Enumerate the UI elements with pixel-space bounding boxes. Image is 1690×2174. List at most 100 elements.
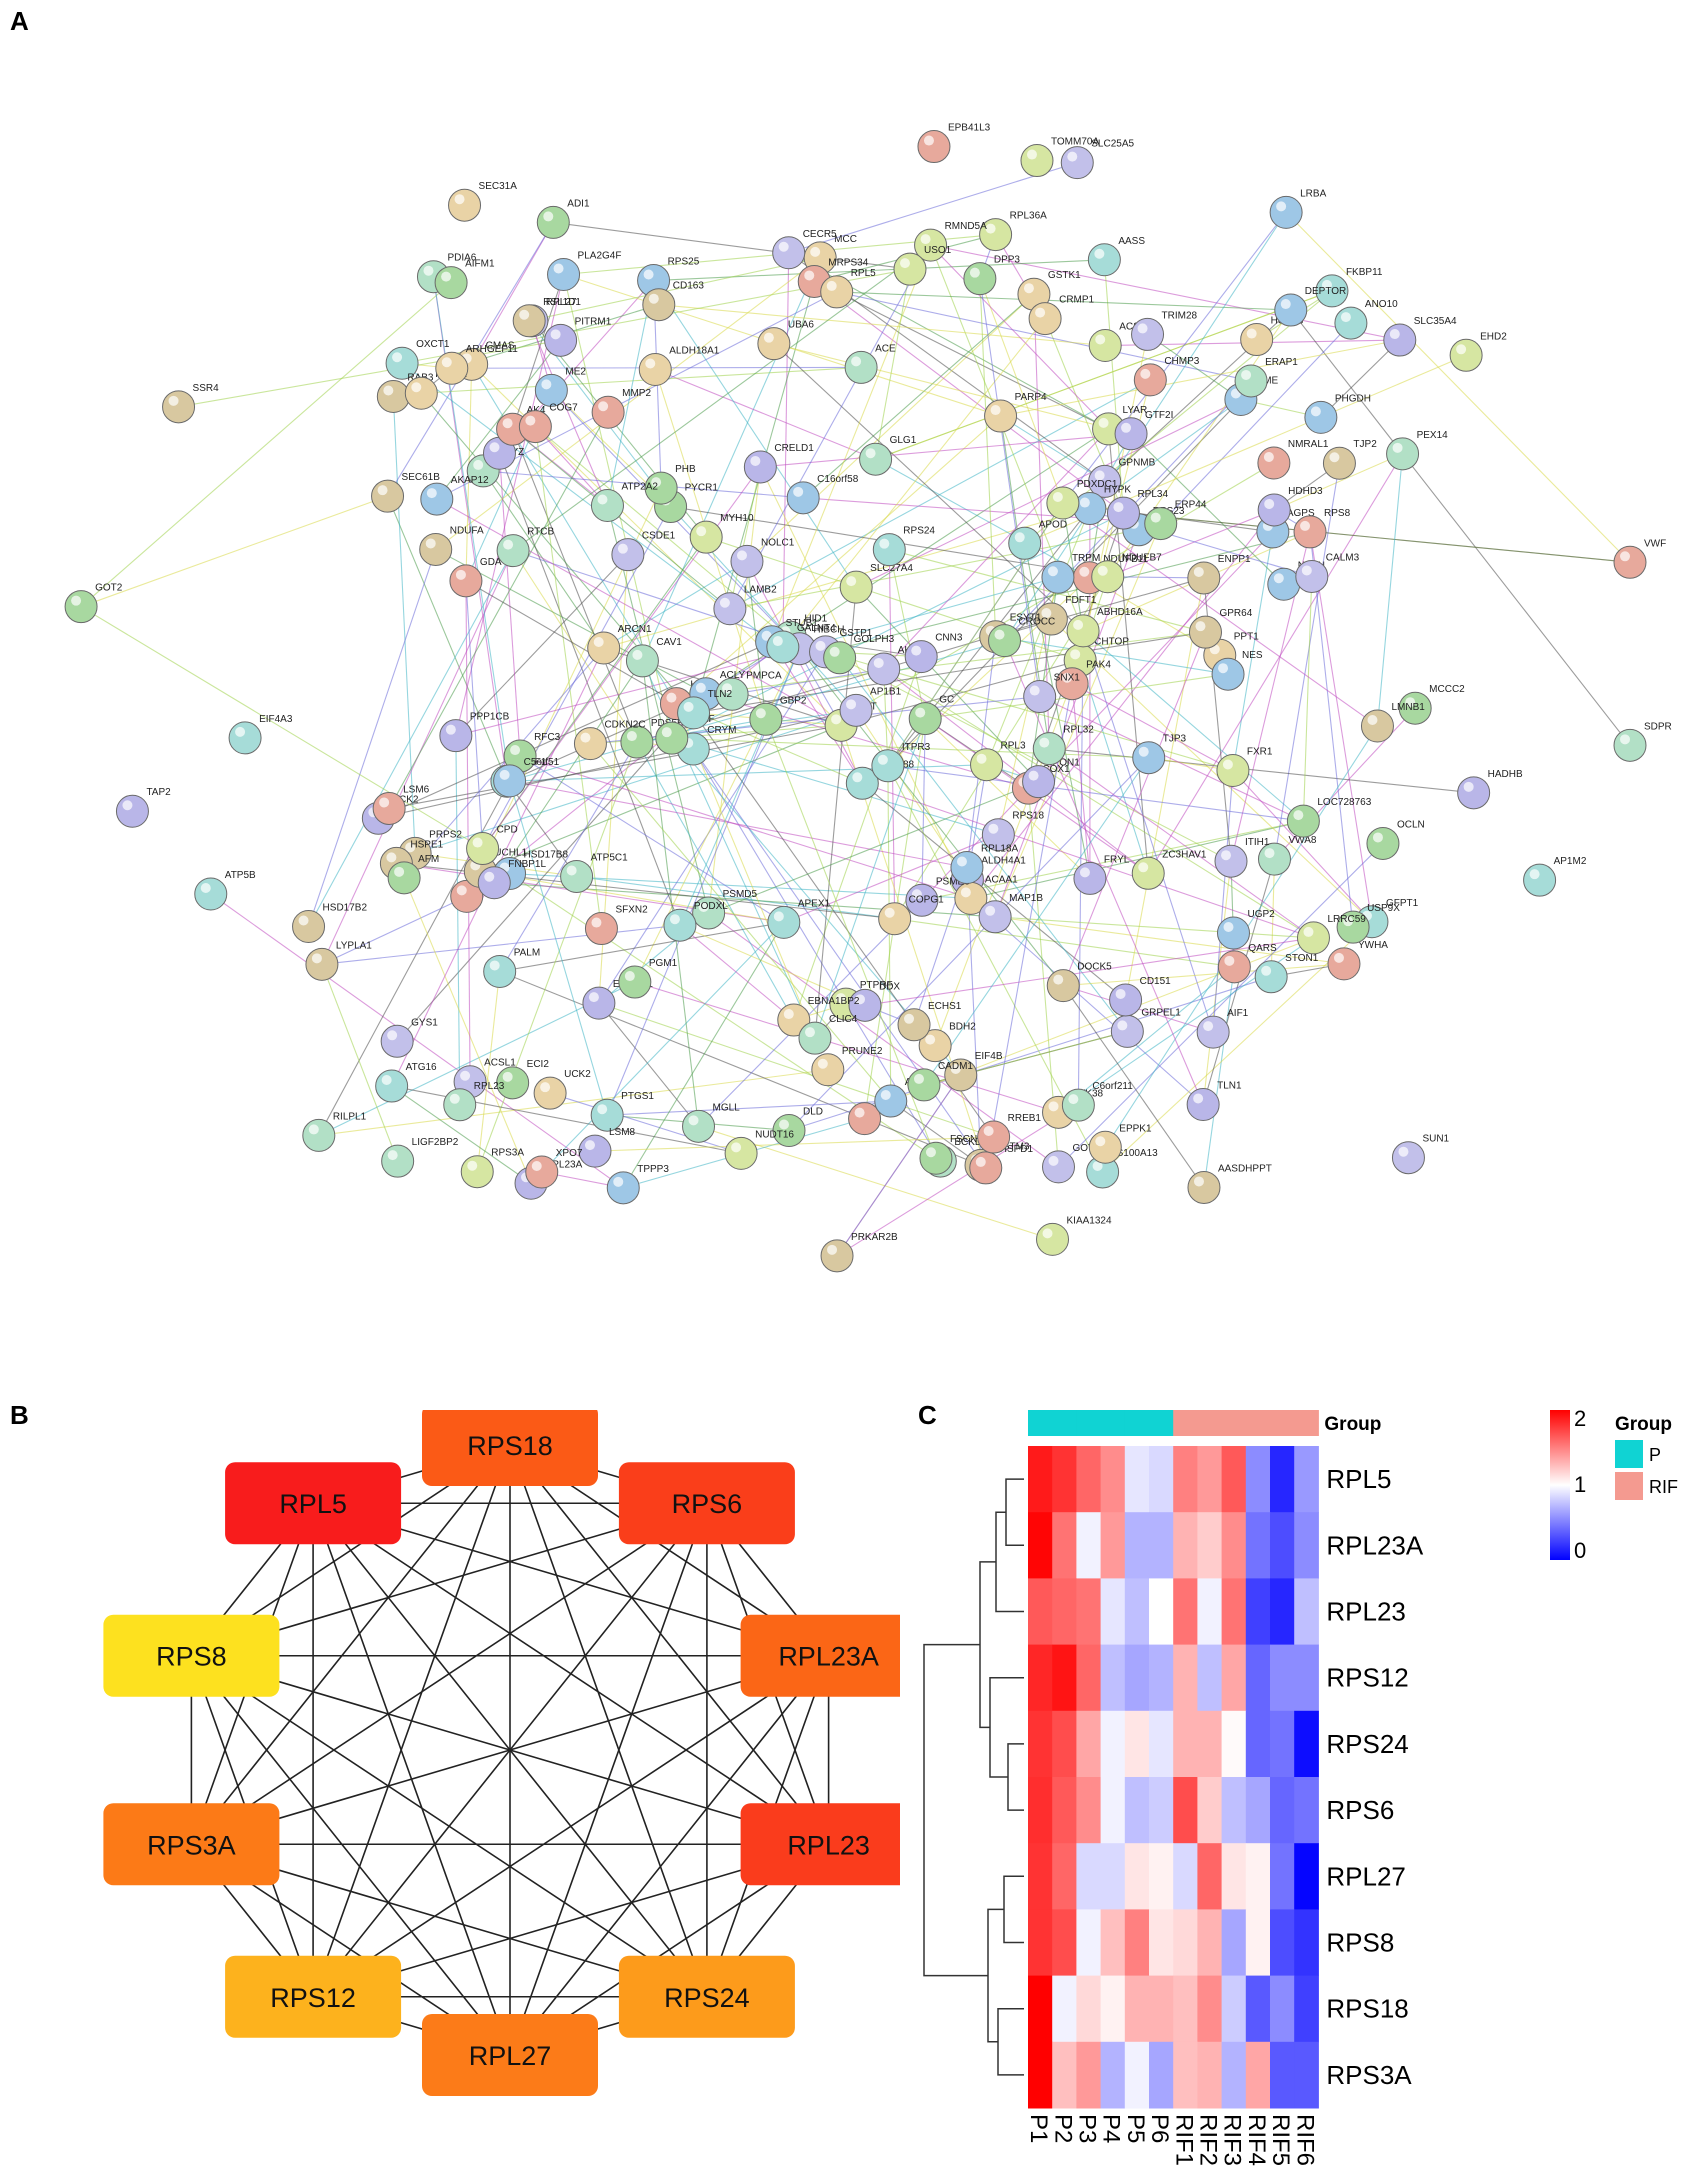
ppi-node-highlight (815, 640, 826, 651)
ppi-edge (1232, 770, 1373, 923)
dendrogram-branch (987, 1908, 1004, 2043)
ppi-node (1613, 545, 1647, 579)
ppi-edge (1103, 259, 1125, 514)
ppi-edge (746, 561, 863, 784)
heatmap-cell (1270, 1843, 1295, 1910)
ppi-node (1254, 960, 1288, 994)
heatmap-cell (1270, 1512, 1295, 1579)
ppi-node (387, 861, 421, 895)
hub-node-box (422, 2014, 598, 2096)
ppi-node (893, 252, 927, 286)
ppi-edge (836, 291, 1109, 430)
ppi-node (434, 266, 468, 300)
ppi-node-label: GPR64 (1219, 608, 1252, 619)
ppi-node-highlight (783, 1009, 794, 1020)
ppi-edge (435, 548, 707, 695)
ppi-edge (839, 657, 1128, 1032)
ppi-node-label: HYPK (1104, 485, 1132, 496)
dendrogram-branch (1007, 1743, 1024, 1811)
ppi-node (969, 1151, 1003, 1185)
ppi-node-highlight (1329, 452, 1340, 463)
ppi-edge (1320, 339, 1401, 418)
ppi-node-highlight (1293, 810, 1304, 821)
panel-label-a: A (10, 6, 29, 36)
ppi-node (1028, 302, 1062, 336)
ppi-node-label: COX1 (1042, 764, 1070, 775)
ppi-edge (855, 398, 1242, 588)
hub-edge (312, 1502, 511, 2056)
ppi-node-highlight (1098, 417, 1109, 428)
heatmap-cell (1052, 1909, 1077, 1977)
ppi-edge (1232, 531, 1274, 771)
ppi-node-highlight (1073, 619, 1084, 630)
ppi-node-label: ACAA1 (985, 874, 1018, 885)
ppi-node-highlight (553, 263, 564, 274)
ppi-edge (606, 280, 655, 506)
ppi-node (1214, 844, 1248, 878)
ppi-edge (499, 921, 784, 973)
ppi-node-label: UCHL1 (494, 847, 527, 858)
ppi-node-highlight (379, 797, 390, 808)
heatmap-cell (1294, 1909, 1319, 1977)
ppi-node (1295, 559, 1329, 593)
ppi-edge (308, 549, 437, 927)
ppi-node (496, 534, 530, 568)
ppi-node-label: PCK2 (392, 794, 419, 805)
ppi-node-label: XPO7 (556, 1148, 583, 1159)
ppi-node-label: C6orf211 (1092, 1081, 1133, 1092)
dendrogram-branch (1005, 1478, 1024, 1547)
ppi-node-label: NUDT16 (755, 1129, 794, 1140)
ppi-edge (553, 221, 911, 270)
ppi-edge (512, 244, 931, 552)
hub-edge (509, 1444, 830, 1845)
ppi-node (1334, 306, 1368, 340)
ppi-node-label: C16orf58 (817, 474, 859, 485)
ppi-node-highlight (394, 866, 405, 877)
ppi-node-label: PALM (514, 947, 541, 958)
ppi-node (1036, 1222, 1070, 1256)
ppi-node-highlight (386, 852, 397, 863)
color-scale-tick: 0 (1574, 1538, 1586, 1563)
ppi-edge (1160, 322, 1352, 524)
ppi-node-highlight (1343, 916, 1354, 927)
ppi-node-label: HSD17B8 (524, 850, 569, 861)
ppi-edge (679, 924, 795, 1021)
heatmap-column-label: P4 (1098, 2114, 1125, 2143)
ppi-edge (1050, 618, 1373, 923)
ppi-node-label: CD151 (1140, 976, 1172, 987)
ppi-node-label: RPL36A (1010, 211, 1048, 222)
ppi-node-highlight (835, 993, 846, 1004)
ppi-node-highlight (1276, 201, 1287, 212)
ppi-node-highlight (1070, 649, 1081, 660)
ppi-node-label: PON1 (1053, 758, 1081, 769)
ppi-node-label: PTGS1 (621, 1091, 654, 1102)
heatmap-cell (1294, 1644, 1319, 1712)
ppi-node-label: CROCC (1019, 617, 1056, 628)
ppi-node-label: LIGF2BP2 (412, 1137, 459, 1148)
ppi-node-highlight (854, 994, 865, 1005)
heatmap-column-label: RIF2 (1195, 2114, 1222, 2166)
ppi-edge (512, 274, 565, 430)
ppi-node-label: TLN2 (708, 689, 733, 700)
group-annotation-cell (1270, 1410, 1295, 1436)
ppi-node-label: C5orf51 (524, 757, 560, 768)
ppi-node-label: PYCR1 (685, 483, 719, 494)
ppi-edge (80, 495, 388, 608)
ppi-node-highlight (1095, 334, 1106, 345)
ppi-node-label: ATG16 (406, 1062, 437, 1073)
heatmap-cell (1076, 2041, 1102, 2109)
heatmap-cell (1197, 2041, 1223, 2109)
ppi-node (988, 624, 1022, 658)
ppi-node-label: ME2 (565, 366, 586, 377)
ppi-node (1217, 950, 1251, 984)
ppi-node-label: PODXL (694, 901, 728, 912)
ppi-edge (1273, 463, 1340, 860)
heatmap-cell (1124, 1843, 1150, 1910)
ppi-edge (760, 433, 1132, 468)
hub-node-label: RPL5 (279, 1489, 347, 1519)
ppi-node (443, 1088, 477, 1122)
ppi-node-label: RPS25 (668, 257, 700, 268)
ppi-node-label: EIF4B (975, 1051, 1003, 1062)
ppi-node-label: SLC25A5 (1091, 139, 1134, 150)
ppi-edge (493, 660, 643, 884)
